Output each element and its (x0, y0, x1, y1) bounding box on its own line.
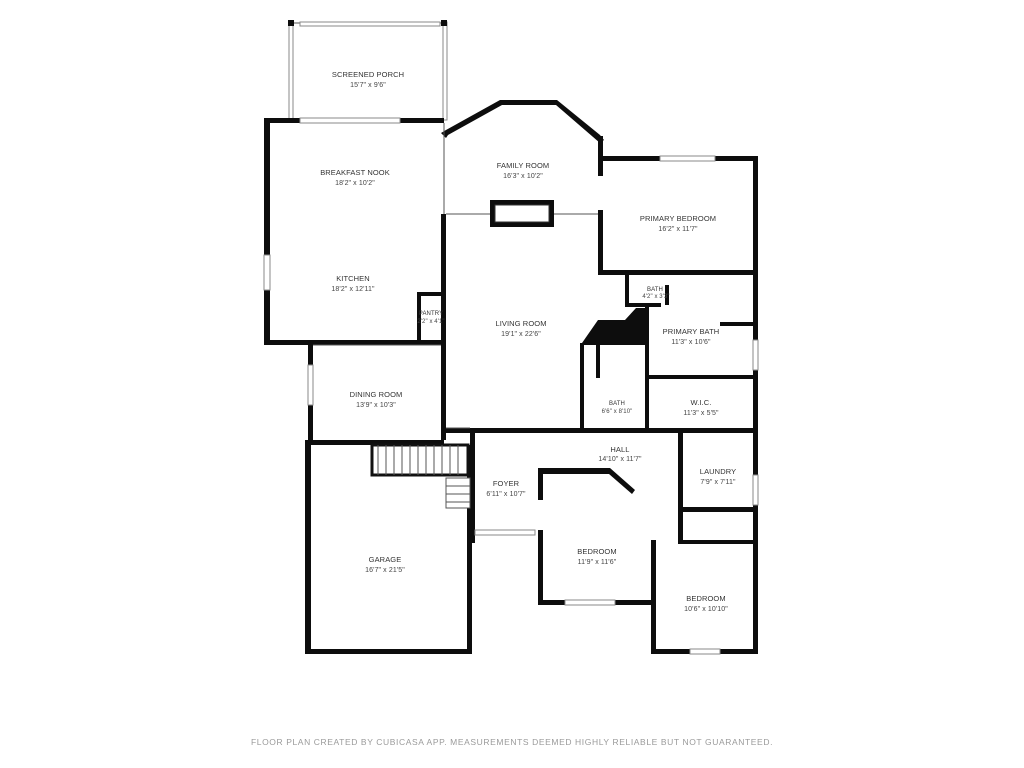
room-name-breakfast-nook: BREAKFAST NOOK (320, 168, 390, 177)
staircase (370, 443, 471, 509)
room-name-wic: W.I.C. (690, 398, 711, 407)
room-name-dining-room: DINING ROOM (350, 390, 403, 399)
room-dims-bedroom-1: 11'9" x 11'6" (578, 559, 617, 566)
room-dims-living-room: 19'1" x 22'6" (501, 331, 541, 338)
room-dims-laundry: 7'9" x 7'11" (700, 479, 736, 486)
room-name-pantry: PANTRY (419, 311, 443, 317)
fireplace (490, 200, 554, 227)
open-dividers (313, 123, 598, 429)
room-dims-screened-porch: 15'7" x 9'6" (350, 82, 386, 89)
room-dims-garage: 16'7" x 21'5" (365, 567, 405, 574)
room-dims-foyer: 6'11" x 10'7" (486, 491, 526, 498)
room-name-bedroom-2: BEDROOM (686, 594, 725, 603)
room-name-laundry: LAUNDRY (700, 467, 736, 476)
room-name-bedroom-1: BEDROOM (577, 547, 616, 556)
walls (264, 100, 758, 654)
windows (263, 117, 759, 655)
room-dims-primary-bath: 11'3" x 10'6" (671, 339, 711, 346)
room-dims-hall: 14'10" x 11'7" (598, 456, 642, 463)
room-dims-wic: 11'3" x 5'5" (683, 410, 719, 417)
room-dims-bath: 6'6" x 8'10" (602, 409, 633, 415)
room-name-bath-small: BATH (647, 287, 663, 293)
room-name-family-room: FAMILY ROOM (497, 161, 550, 170)
room-labels: SCREENED PORCH 15'7" x 9'6" BREAKFAST NO… (320, 70, 736, 613)
room-name-living-room: LIVING ROOM (495, 319, 546, 328)
room-dims-family-room: 16'3" x 10'2" (503, 173, 543, 180)
room-dims-bedroom-2: 10'6" x 10'10" (684, 606, 728, 613)
room-dims-primary-bedroom: 16'2" x 11'7" (658, 226, 698, 233)
room-dims-bath-small: 4'2" x 3'3" (642, 294, 669, 300)
floor-plan-disclaimer: FLOOR PLAN CREATED BY CUBICASA APP. MEAS… (250, 737, 774, 747)
room-name-kitchen: KITCHEN (336, 274, 370, 283)
room-dims-pantry: 2'2" x 4'1" (417, 319, 444, 325)
room-name-garage: GARAGE (369, 555, 402, 564)
room-name-bath: BATH (609, 401, 625, 407)
room-name-screened-porch: SCREENED PORCH (332, 70, 404, 79)
room-name-primary-bedroom: PRIMARY BEDROOM (640, 214, 716, 223)
room-dims-kitchen: 18'2" x 12'11" (331, 286, 375, 293)
room-name-hall: HALL (610, 445, 629, 454)
room-name-foyer: FOYER (493, 479, 520, 488)
room-dims-breakfast-nook: 18'2" x 10'2" (335, 180, 375, 187)
room-name-primary-bath: PRIMARY BATH (663, 327, 720, 336)
room-dims-dining-room: 13'9" x 10'3" (356, 402, 396, 409)
